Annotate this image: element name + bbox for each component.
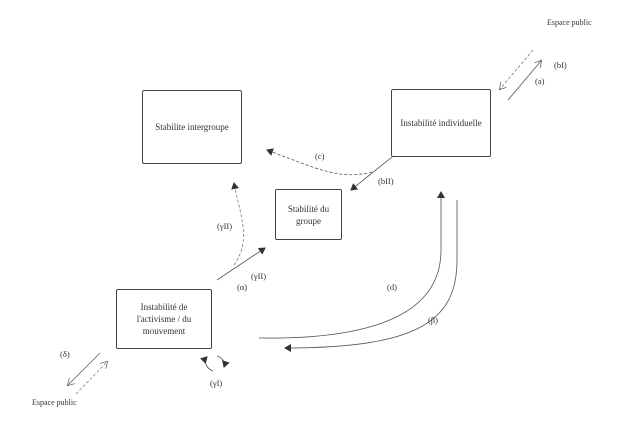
label-bI: (bI) xyxy=(554,60,567,70)
node-label: Stabilite intergroupe xyxy=(155,122,229,132)
label-c: (c) xyxy=(315,151,325,161)
node-activism-instability: Instabilité de l'activisme / du mouvemen… xyxy=(116,289,212,349)
label-d: (d) xyxy=(387,282,397,292)
label-a: (a) xyxy=(535,76,545,86)
node-label: Instabilité individuelle xyxy=(400,118,482,128)
label-alpha: (α) xyxy=(237,282,248,292)
node-group-stability: Stabilité du groupe xyxy=(275,189,342,240)
label-gammaII-lower: (γII) xyxy=(251,271,267,281)
label-gammaI: (γI) xyxy=(210,378,223,388)
label-beta: (β) xyxy=(428,315,438,325)
edge-c xyxy=(266,148,373,176)
edge-a xyxy=(507,61,541,101)
public-space-top: Espace public xyxy=(547,18,592,27)
edge-alpha xyxy=(216,247,266,281)
edge-delta-return xyxy=(75,362,107,395)
edge-delta xyxy=(68,352,101,385)
node-intergroup-stability: Stabilite intergroupe xyxy=(142,90,242,164)
edge-gammaI-left xyxy=(199,356,214,372)
edge-gammaII xyxy=(231,182,244,266)
edge-bII xyxy=(350,156,393,191)
node-label: Instabilité de l'activisme / du mouvemen… xyxy=(136,302,192,336)
edge-gammaI-right xyxy=(216,355,230,368)
label-gammaII-upper: (γII) xyxy=(217,221,233,231)
label-bII: (bII) xyxy=(378,176,394,186)
edge-d xyxy=(258,191,445,339)
edge-beta xyxy=(284,200,458,352)
edge-bI xyxy=(500,49,534,89)
public-space-bottom: Espace public xyxy=(32,398,77,407)
label-delta: (δ) xyxy=(60,349,70,359)
node-individual-instability: Instabilité individuelle xyxy=(391,89,491,157)
node-label: Stabilité du groupe xyxy=(287,203,330,226)
